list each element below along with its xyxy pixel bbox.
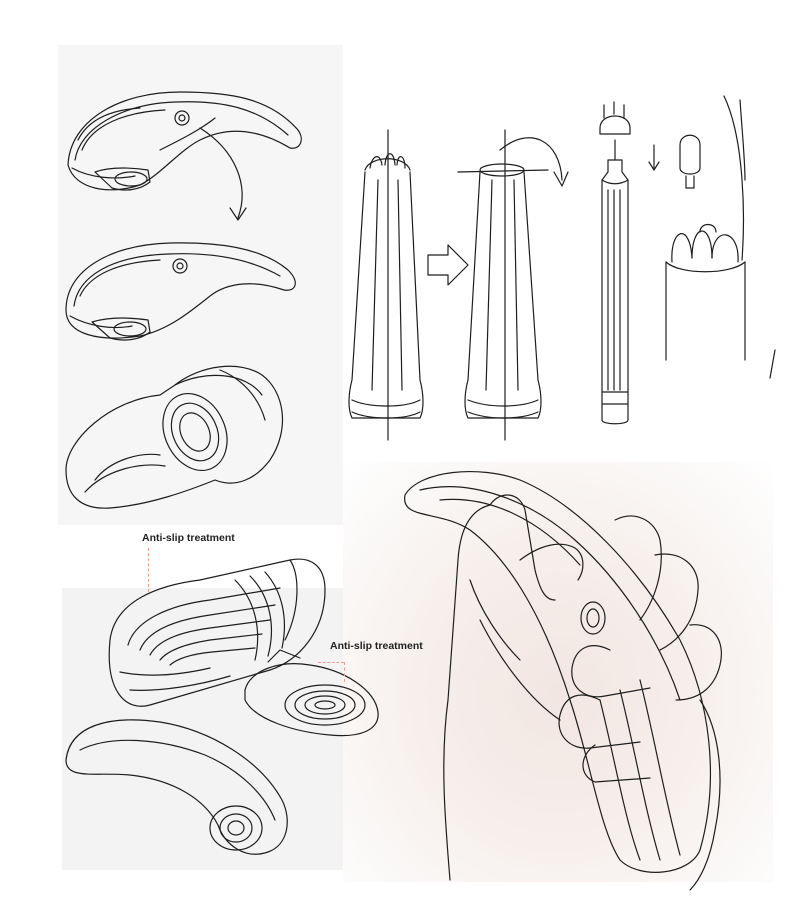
hand-outline [443,494,722,891]
rotate-arrow [499,137,563,181]
leader-line-2h [318,662,344,663]
antislip-label-2: Anti-slip treatment [330,640,423,652]
sketch-panel-hand-grip [343,462,773,882]
capsule-part [679,134,701,189]
grip-body [108,558,326,707]
tube-open [457,129,569,441]
transition-arrow [199,127,243,219]
leader-line-2 [344,662,345,682]
curved-device-middle [65,242,296,341]
inner-rod-assembly [599,101,660,425]
tube-closed [348,129,424,441]
curved-device-top [67,91,302,191]
held-device [404,471,711,873]
antislip-label-1: Anti-slip treatment [142,532,235,544]
sketch-panel-tube-mechanism [343,80,807,460]
antislip-pad [244,649,379,737]
leader-line-1 [148,548,149,592]
cylinder-with-tips [665,95,776,379]
right-arrow-icon [427,244,469,286]
curved-device-bottom [65,719,288,855]
attachment-cup [65,365,284,509]
